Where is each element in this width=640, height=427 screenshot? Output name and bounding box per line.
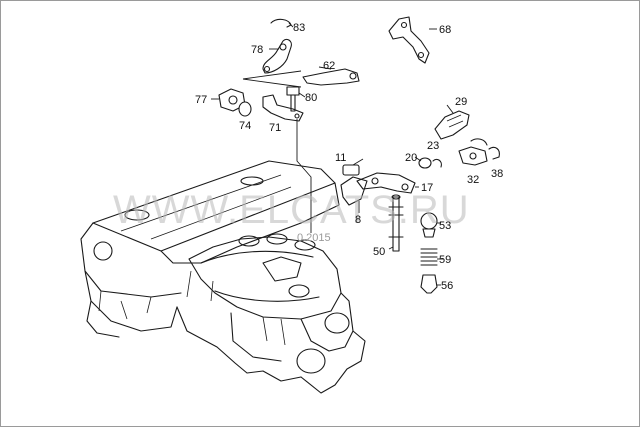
callout-8: 8 — [355, 214, 361, 226]
engine-assembly — [80, 160, 366, 394]
callout-11: 11 — [335, 152, 346, 164]
callout-68: 68 — [439, 24, 451, 36]
watermark-text: WWW.ELCATS.RU — [113, 188, 470, 232]
callout-74: 74 — [239, 120, 251, 132]
callout-23: 23 — [427, 140, 439, 152]
callout-56: 56 — [441, 280, 453, 292]
callout-53: 53 — [439, 220, 451, 232]
callout-80: 80 — [305, 92, 317, 104]
callout-77: 77 — [195, 94, 207, 106]
reference-code: 0.2015 — [297, 232, 331, 244]
callout-71: 71 — [269, 122, 281, 134]
leader-lines — [211, 22, 454, 286]
callout-29: 29 — [455, 96, 467, 108]
linkage-parts — [218, 16, 430, 233]
callout-78: 78 — [251, 44, 263, 56]
callout-32: 32 — [467, 174, 479, 186]
callout-labels: 83 68 78 62 77 80 74 71 29 23 11 20 38 3… — [195, 22, 503, 292]
callout-59: 59 — [439, 254, 451, 266]
callout-62: 62 — [323, 60, 335, 72]
callout-38: 38 — [491, 168, 503, 180]
callout-20: 20 — [405, 152, 417, 164]
callout-17: 17 — [421, 182, 433, 194]
callout-83: 83 — [293, 22, 305, 34]
callout-50: 50 — [373, 246, 385, 258]
throttle-parts — [340, 110, 500, 294]
